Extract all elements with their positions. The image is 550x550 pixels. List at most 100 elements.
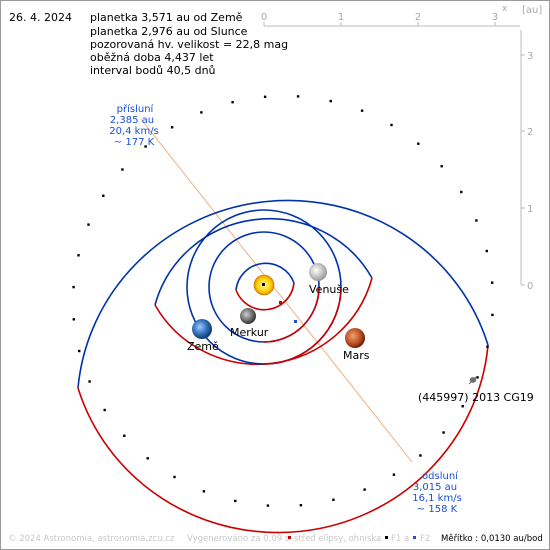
mars-icon bbox=[345, 328, 365, 348]
perihelion-distance: 2,385 au bbox=[110, 115, 154, 126]
venus-icon bbox=[309, 263, 327, 281]
earth-orbit-red bbox=[263, 286, 342, 365]
mercury-orbit-blue bbox=[235, 262, 295, 291]
orbit-point bbox=[329, 99, 332, 103]
x-axis: 0 1 2 3 x [au] bbox=[261, 4, 542, 27]
aphelion-temp: ~ 158 K bbox=[417, 504, 458, 515]
orbit-point-markers bbox=[72, 95, 494, 507]
mercury-icon bbox=[240, 308, 256, 324]
orbit-point bbox=[491, 281, 494, 284]
aphelion-annotation: odsluní 3,015 au 16,1 km/s ~ 158 K bbox=[412, 470, 462, 515]
orbit-point bbox=[461, 405, 464, 408]
perihelion-title: přísluní bbox=[117, 103, 155, 115]
orbit-point bbox=[360, 109, 364, 112]
orbit-point bbox=[121, 168, 124, 171]
orbit-point bbox=[102, 194, 105, 197]
asteroid-icon bbox=[468, 376, 477, 385]
orbit-point bbox=[103, 408, 106, 412]
venus-label: Venuše bbox=[309, 283, 349, 296]
earth-icon bbox=[192, 319, 212, 339]
y-tick-label: 3 bbox=[527, 51, 533, 62]
orbit-point bbox=[475, 219, 478, 222]
info-line: pozorovaná hv. velikost = 22,8 mag bbox=[90, 38, 288, 51]
orbit-point bbox=[485, 249, 488, 253]
orbit-point bbox=[144, 145, 147, 148]
orbit-point bbox=[299, 504, 303, 507]
y-axis: 3 2 1 0 bbox=[520, 30, 533, 292]
orbit-point bbox=[476, 376, 479, 379]
legend-f2-marker bbox=[413, 536, 416, 539]
orbit-point bbox=[263, 95, 267, 98]
orbit-point bbox=[87, 223, 90, 226]
orbit-point bbox=[78, 349, 81, 353]
legend-f1-marker bbox=[385, 536, 388, 539]
orbit-point bbox=[332, 498, 335, 501]
generated-text: Vygenerováno za 0,09 s bbox=[187, 534, 290, 544]
asteroid-orbit-red bbox=[77, 344, 489, 534]
venus-orbit-red bbox=[263, 286, 320, 343]
x-tick-label: 0 bbox=[261, 12, 267, 23]
x-unit-label: x bbox=[502, 4, 508, 14]
x-tick-label: 1 bbox=[338, 12, 344, 23]
footer: © 2024 Astronomia, astronomia.zcu.cz Vyg… bbox=[8, 534, 543, 544]
legend-f1-text: F1 a bbox=[391, 534, 409, 544]
orbit-point bbox=[202, 490, 206, 493]
orbit-point bbox=[173, 475, 176, 479]
apse-line bbox=[140, 118, 413, 463]
orbit-point bbox=[419, 454, 422, 457]
orbit-point bbox=[170, 126, 174, 129]
orbit-point bbox=[390, 123, 393, 127]
orbit-point bbox=[234, 499, 237, 503]
mercury-label: Merkur bbox=[230, 326, 269, 339]
legend-center-text: střed elipsy, ohniska bbox=[294, 534, 381, 544]
orbit-point bbox=[72, 318, 75, 321]
mars-label: Mars bbox=[343, 349, 370, 362]
focus-f1-marker bbox=[262, 283, 265, 286]
unit-label: [au] bbox=[522, 5, 542, 16]
orbit-point bbox=[200, 111, 203, 114]
mercury-orbit-red bbox=[235, 282, 295, 311]
orbit-point bbox=[123, 434, 126, 437]
perihelion-annotation: přísluní 2,385 au 20,4 km/s ~ 177 K bbox=[109, 103, 159, 148]
aphelion-title: odsluní bbox=[422, 470, 459, 482]
orbit-point bbox=[417, 142, 420, 145]
aphelion-speed: 16,1 km/s bbox=[412, 493, 462, 504]
copyright-text: © 2024 Astronomia, astronomia.zcu.cz bbox=[8, 534, 175, 544]
aphelion-distance: 3,015 au bbox=[413, 482, 457, 493]
orbit-point bbox=[266, 504, 270, 507]
earth-label: Země bbox=[187, 340, 219, 353]
orbit-point bbox=[460, 190, 463, 194]
y-tick-label: 2 bbox=[527, 127, 533, 138]
orbit-point bbox=[440, 165, 443, 168]
orbit-point bbox=[296, 95, 300, 98]
info-line: oběžná doba 4,437 let bbox=[90, 51, 214, 64]
info-line: planetka 2,976 au od Slunce bbox=[90, 25, 248, 38]
ellipse-center-marker bbox=[279, 301, 282, 304]
orbit-point bbox=[72, 285, 75, 289]
asteroid-label: (445997) 2013 CG19 bbox=[418, 391, 534, 404]
y-tick-label: 1 bbox=[527, 204, 533, 215]
info-line: planetka 3,571 au od Země bbox=[90, 11, 243, 24]
perihelion-speed: 20,4 km/s bbox=[109, 126, 159, 137]
date-label: 26. 4. 2024 bbox=[9, 11, 72, 24]
mars-orbit-blue bbox=[154, 217, 373, 306]
asteroid-orbit-blue bbox=[77, 199, 489, 389]
legend-center-marker bbox=[288, 536, 291, 539]
orbit-point bbox=[231, 101, 234, 104]
scale-text: Měřítko : 0,0130 au/bod bbox=[441, 534, 543, 544]
x-tick-label: 3 bbox=[492, 12, 498, 23]
orbit-point bbox=[363, 488, 366, 491]
legend-f2-text: F2 bbox=[420, 534, 430, 544]
focus-f2-marker bbox=[294, 320, 297, 323]
x-tick-label: 2 bbox=[415, 12, 421, 23]
orbit-point bbox=[392, 473, 396, 476]
orbit-point bbox=[88, 380, 91, 383]
perihelion-temp: ~ 177 K bbox=[114, 137, 155, 148]
orbit-point bbox=[442, 431, 445, 434]
orbit-point bbox=[491, 313, 494, 317]
orbit-point bbox=[77, 254, 80, 257]
info-line: interval bodů 40,5 dnů bbox=[90, 64, 216, 77]
